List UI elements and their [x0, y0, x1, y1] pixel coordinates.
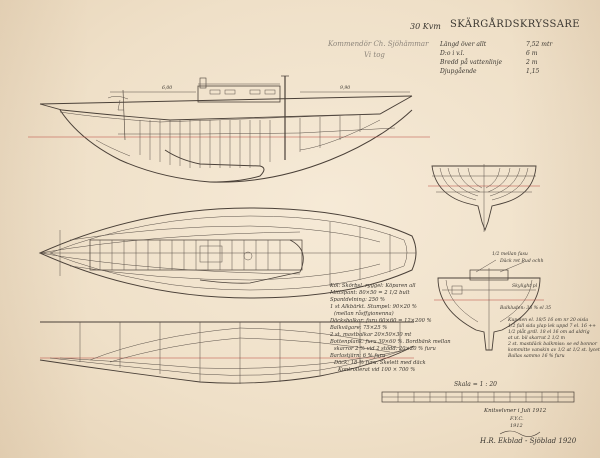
note-line: at ut. bil skarrat 2 1/2 m — [508, 336, 566, 341]
pencil-note-line2: Vi tog — [364, 51, 385, 59]
signature-line: Knitselvner i Juli 1912 — [484, 408, 547, 414]
note-line: kommitte vanskin av 1/2 at 1/2 st. lycet — [508, 348, 600, 353]
spec-value: 1,15 — [526, 68, 540, 75]
scale-bar-drawing — [381, 391, 575, 403]
note-line: 2 st. mastbalkar 20×50×30 mt — [330, 332, 412, 338]
spec-value: 6 m — [526, 50, 538, 57]
note-line: skarror 2 % vid 2 stödd. 20×20 % furu — [334, 346, 436, 352]
spec-row: D:o i v.l. — [440, 50, 465, 57]
drawing-title: SKÄRGÅRDSKRYSSARE — [450, 19, 580, 30]
note-line: Kontrollerat vid 100 × 700 % — [338, 367, 416, 373]
deck-plan-drawing — [38, 207, 417, 299]
note-line: Mittspant: 80×50 = 2 1/2 bult — [330, 290, 410, 296]
dimension-mark: 6,00 — [162, 86, 173, 91]
lines-plan-drawing — [39, 321, 415, 384]
note-line: (mellan råsffgionenna) — [334, 311, 394, 317]
title-prefix: 30 Kvm — [410, 22, 441, 31]
signature-line: F.Y.C. — [510, 416, 524, 422]
note-line: 1/2 plåt grdl. 18 el 16 om ad aldrig — [508, 330, 590, 335]
note-line: Däcksbalkar: furu 60×60 = 12×200 % — [330, 318, 432, 324]
signature-flourish — [499, 430, 541, 437]
note-line: Balkvägare: 75×25 % — [330, 325, 388, 331]
note-line: Barlastjärn: 6 % furu — [330, 353, 386, 359]
section-label: Balkluden: 36 % el 35 — [500, 306, 552, 311]
pencil-note-line1: Kommendör Ch. Sjöhämmar — [328, 40, 429, 48]
dimension-mark: 9,90 — [340, 86, 351, 91]
signature-line: H.R. Ekblad - Sjöblad 1920 — [480, 437, 577, 445]
spec-value: 7,52 mtr — [526, 41, 553, 48]
note-line: Bottenplank: furu 30×60 %. Bordbänk mell… — [330, 339, 451, 345]
spec-row: Längd över allt — [440, 41, 487, 48]
section-label: Skylight pl — [512, 284, 538, 289]
spec-row: Djupgående — [440, 68, 477, 75]
spec-value: 2 m — [526, 59, 538, 66]
note-line: 1/2 fall sida ylap lek uppd 7 el. 16 ++ — [508, 324, 597, 329]
scale-label: Skala = 1 : 20 — [454, 381, 497, 388]
note-line: Spantdelning: 250 % — [330, 297, 385, 303]
note-line: Ballas sammo 16 % furu — [508, 354, 565, 359]
signature-line: 1912 — [510, 423, 523, 429]
note-line: Däck: 18 % furu. Skelett med däck — [334, 360, 426, 366]
section-label: Däck ret Rud ochh — [500, 259, 544, 264]
body-plan-drawing — [428, 164, 540, 232]
note-line: 2 st. mastdäck balkmiss: se ed bonnor — [508, 342, 598, 347]
note-line: 1 st Alkbärkt. Stumpel: 90×20 % — [330, 304, 417, 310]
section-label: 1/2 mellan fasu — [492, 252, 528, 257]
note-line: Köl: Skörbsl. ryggel: Köparen all — [330, 283, 416, 289]
side-profile-drawing — [28, 75, 430, 183]
note-line: Kupolen el. 18/5 16 om nr 20 oisla — [508, 318, 589, 323]
spec-row: Bredd på vattenlinje — [440, 59, 503, 66]
midship-section-drawing — [434, 259, 544, 351]
